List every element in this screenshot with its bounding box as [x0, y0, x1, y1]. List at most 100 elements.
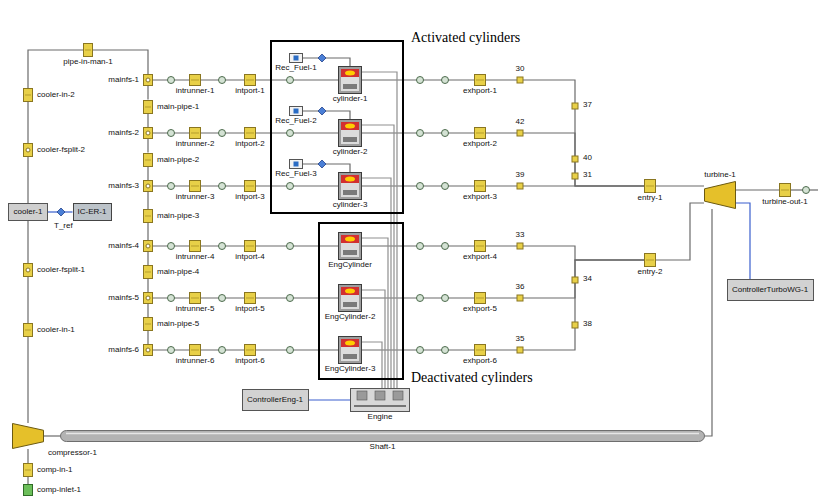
component-icon — [143, 344, 153, 356]
controller-box: ControllerTurboWG-1 — [727, 279, 814, 301]
icon-dot — [146, 78, 150, 82]
pipe-component: exhport-5 — [474, 292, 486, 304]
icon-dot — [294, 56, 299, 61]
cylinder-piston — [343, 250, 357, 255]
cylinder-piston — [343, 190, 357, 195]
icon-dot — [294, 109, 299, 114]
icon-stripe — [145, 159, 151, 160]
flow-split: mainfs-1 — [143, 74, 153, 86]
component-label: Engine — [367, 413, 394, 422]
icon-body — [190, 241, 201, 252]
junction-marker — [572, 277, 578, 283]
component-label: exhport-5 — [462, 305, 498, 314]
engine-crank — [354, 405, 406, 407]
orifice — [219, 183, 226, 190]
icon-stripe — [646, 260, 654, 261]
component-icon — [474, 180, 486, 192]
icon-stripe — [476, 350, 484, 351]
icon-body — [245, 181, 256, 192]
junction-marker — [517, 347, 523, 353]
component-label: cooler-in-1 — [36, 326, 76, 335]
orifice — [219, 295, 226, 302]
component-label: mainfs-2 — [107, 129, 140, 138]
icon-stripe — [145, 324, 151, 325]
junction-number: 38 — [582, 320, 593, 329]
icon-body — [339, 120, 362, 147]
component-icon — [244, 74, 256, 86]
component-icon — [244, 240, 256, 252]
cylinder: cylinder-3 — [338, 172, 362, 200]
junction-marker — [517, 130, 523, 136]
pipe-connection — [147, 167, 148, 181]
pipe-component: intrunner-3 — [189, 180, 201, 192]
icon-body — [24, 464, 33, 477]
icon-body — [475, 241, 486, 252]
cylinder-bore — [341, 339, 359, 361]
orifice — [168, 77, 175, 84]
icon-body — [780, 184, 791, 197]
flow-split: cooler-fsplit-2 — [23, 143, 33, 157]
icon-body — [339, 233, 362, 260]
component-icon — [338, 66, 362, 94]
pipe-component: intport-1 — [244, 74, 256, 86]
icon-stripe — [25, 330, 31, 331]
pipe-connection — [486, 80, 644, 186]
cylinder-flame — [345, 237, 355, 242]
icon-body — [190, 181, 201, 192]
pipe-connection — [486, 133, 644, 186]
flow-split: mainfs-4 — [143, 240, 153, 252]
icon-body — [351, 389, 410, 412]
component-label: main-pipe-5 — [156, 320, 200, 329]
pipe-component: intrunner-5 — [189, 292, 201, 304]
component-label: intrunner-2 — [175, 140, 216, 149]
icon-body — [190, 128, 201, 139]
orifice — [287, 295, 294, 302]
icon-dot — [294, 162, 299, 167]
inlet-boundary: comp-inlet-1 — [23, 484, 33, 496]
icon-body — [9, 204, 48, 221]
icon-body — [190, 293, 201, 304]
icon-body — [24, 485, 33, 496]
pipe-component: intport-2 — [244, 127, 256, 139]
icon-body — [290, 160, 303, 169]
component-icon — [189, 180, 201, 192]
component-icon — [338, 172, 362, 200]
component-icon — [143, 317, 153, 331]
component-icon — [143, 153, 153, 167]
icon-stripe — [25, 470, 31, 471]
pipe-component: turbine-out-1 — [779, 183, 791, 197]
engine-piston — [375, 391, 385, 400]
junction-marker — [572, 156, 578, 162]
component-icon — [338, 336, 362, 364]
cylinder: cylinder-1 — [338, 66, 362, 94]
component-label: intport-3 — [234, 193, 265, 202]
orifice — [442, 295, 449, 302]
component-label: intrunner-4 — [175, 253, 216, 262]
component-icon — [338, 119, 362, 147]
component-icon — [143, 180, 153, 192]
flow-split: mainfs-3 — [143, 180, 153, 192]
orifice — [168, 183, 175, 190]
icon-body — [24, 144, 33, 157]
component-label: intport-2 — [234, 140, 265, 149]
component-icon — [338, 284, 362, 312]
icon-stripe — [476, 186, 484, 187]
icon-stripe — [191, 350, 199, 351]
signal-line — [309, 399, 351, 400]
pipe-component: intrunner-6 — [189, 344, 201, 356]
component-label: main-pipe-2 — [156, 155, 200, 164]
pipe-connection — [27, 477, 28, 484]
pipe-component: entry-2 — [644, 253, 656, 267]
component-icon — [189, 344, 201, 356]
signal-diamond — [318, 107, 326, 115]
component-label: main-pipe-1 — [156, 102, 200, 111]
pipe-connection — [147, 223, 148, 240]
orifice — [287, 130, 294, 137]
icon-body — [61, 431, 705, 442]
component-label: main-pipe-4 — [156, 268, 200, 277]
orifice — [219, 243, 226, 250]
icon-body — [290, 107, 303, 116]
pipe-connection — [147, 114, 148, 128]
cylinder-bore — [341, 69, 359, 91]
